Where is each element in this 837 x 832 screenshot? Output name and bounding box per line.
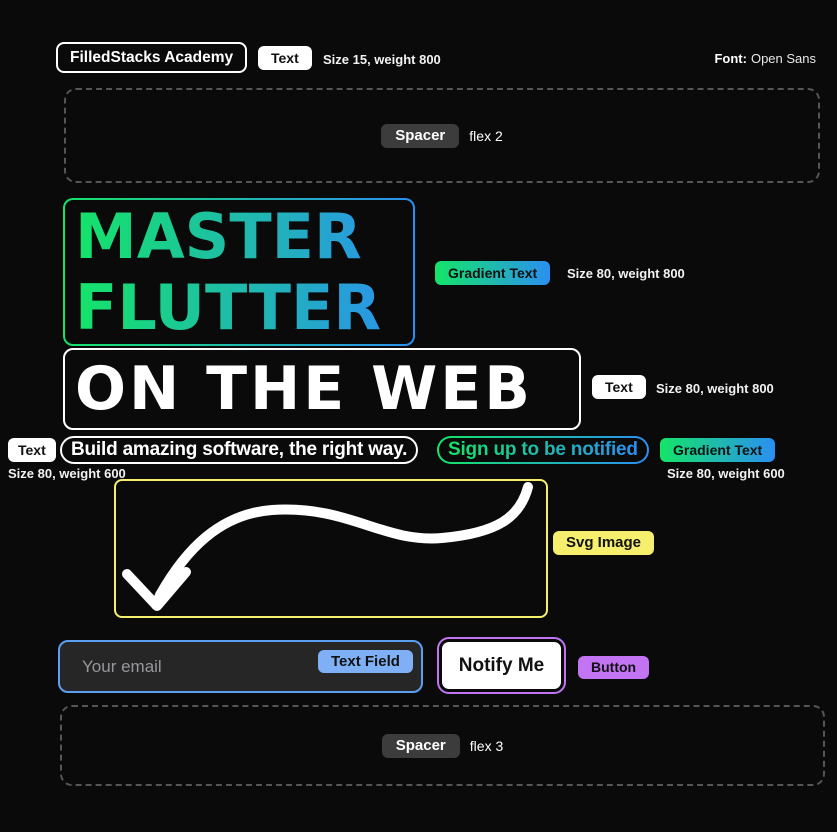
notify-button-outline: Notify Me xyxy=(437,637,566,694)
annotation-button-pill: Button xyxy=(578,656,650,679)
signup-gradient-text-box: Sign up to be notified xyxy=(437,436,649,464)
notify-me-button[interactable]: Notify Me xyxy=(442,642,561,689)
spacer-flex-note: flex 3 xyxy=(469,737,504,754)
tagline-text: Build amazing software, the right way. xyxy=(71,439,408,460)
spacer-bottom: Spacer flex 3 xyxy=(60,705,825,786)
annotation-svg-image-pill: Svg Image xyxy=(553,531,655,555)
curved-arrow-icon xyxy=(122,482,533,611)
annotation-note-header: Size 15, weight 800 xyxy=(323,52,441,67)
signup-gradient-text: Sign up to be notified xyxy=(448,439,638,460)
spacer-pill: Spacer xyxy=(381,123,460,148)
annotation-note-tagline-left: Size 80, weight 600 xyxy=(8,466,126,481)
spacer-flex-note: flex 2 xyxy=(469,127,503,144)
spacer-top: Spacer flex 2 xyxy=(64,88,820,183)
font-note-label: Font: xyxy=(714,51,747,66)
spacer-pill: Spacer xyxy=(381,733,460,758)
annotation-gradient-text-pill-2: Gradient Text xyxy=(660,438,776,462)
headline-box: ON THE WEB xyxy=(63,348,581,430)
arrow-svg-image-box xyxy=(114,479,548,618)
annotation-note-title: Size 80, weight 800 xyxy=(656,381,774,396)
tagline-text-box: Build amazing software, the right way. xyxy=(60,436,419,464)
headline-on-the-web: ON THE WEB xyxy=(75,354,534,424)
font-note: Font:Open Sans xyxy=(714,51,816,66)
annotation-text-pill-tagline: Text xyxy=(8,438,56,462)
annotation-note-gradient-title: Size 80, weight 800 xyxy=(567,266,685,281)
annotation-text-pill-header: Text xyxy=(258,46,312,70)
headline-line-2: FLUTTER xyxy=(75,272,413,343)
headline-line-1: MASTER xyxy=(75,201,413,272)
annotation-text-field-pill: Text Field xyxy=(318,650,413,673)
font-note-value: Open Sans xyxy=(750,51,816,66)
annotation-text-pill-title: Text xyxy=(592,375,646,399)
annotation-note-tagline-right: Size 80, weight 600 xyxy=(667,466,785,481)
gradient-headline-box: MASTER FLUTTER xyxy=(63,198,415,346)
brand-logo: FilledStacks Academy xyxy=(56,42,248,73)
annotation-gradient-text-pill-1: Gradient Text xyxy=(435,261,551,285)
